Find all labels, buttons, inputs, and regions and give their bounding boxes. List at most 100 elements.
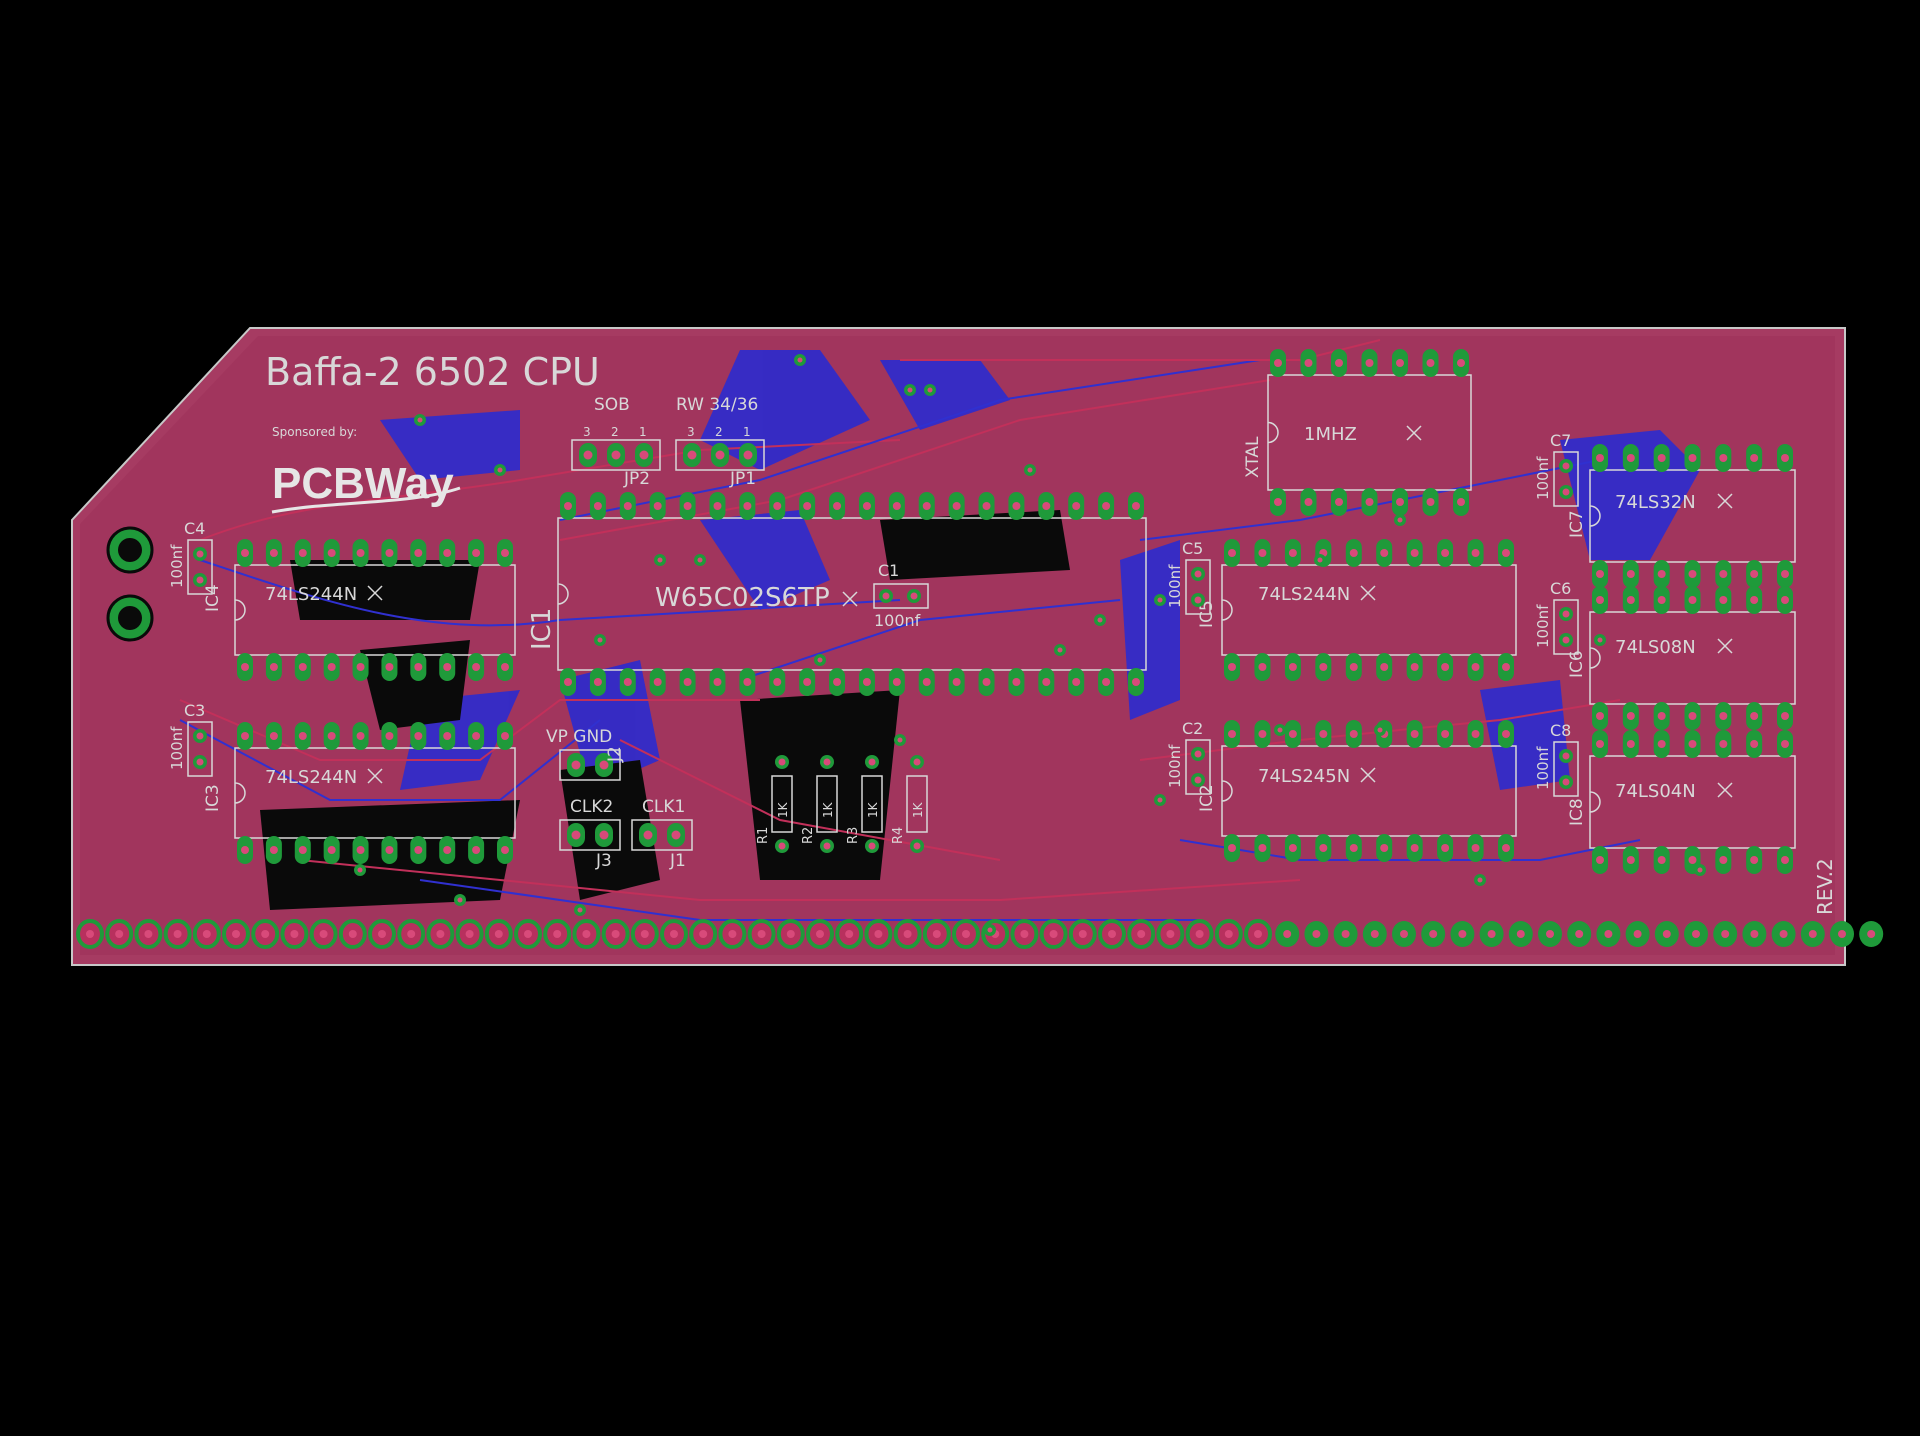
drill-hole bbox=[1781, 570, 1789, 578]
drill-hole bbox=[414, 732, 423, 740]
edge-pin bbox=[368, 919, 396, 949]
ic-value-label: 74LS32N bbox=[1615, 492, 1696, 513]
cap-outline bbox=[187, 721, 213, 777]
drill-hole bbox=[414, 846, 423, 854]
drill-hole bbox=[356, 549, 365, 557]
drill-hole bbox=[1304, 498, 1313, 506]
via bbox=[814, 654, 826, 666]
cap-value-label: 100nf bbox=[1534, 604, 1552, 648]
drill-hole bbox=[564, 678, 572, 686]
drill-hole bbox=[1274, 498, 1282, 506]
drill-hole bbox=[913, 758, 921, 766]
edge-pin bbox=[689, 919, 718, 949]
edge-pin bbox=[660, 919, 688, 949]
drill-hole bbox=[1410, 549, 1419, 557]
edge-pin bbox=[1214, 919, 1243, 949]
drill-hole bbox=[892, 678, 901, 686]
ic-body-outline bbox=[1221, 564, 1517, 656]
jumper-label: CLK2 bbox=[570, 797, 613, 817]
edge-pin bbox=[280, 919, 309, 949]
jumper-pin-number: 3 bbox=[583, 425, 591, 439]
drill-hole bbox=[1562, 752, 1570, 760]
cap-value-label: 100nf bbox=[1166, 564, 1184, 608]
drill-hole bbox=[1365, 359, 1374, 367]
drill-hole bbox=[671, 830, 681, 840]
drill-hole bbox=[623, 678, 632, 686]
jumper-outline bbox=[559, 819, 621, 851]
origin-cross bbox=[1406, 425, 1422, 441]
drill-hole bbox=[501, 663, 509, 671]
edge-pin bbox=[1039, 919, 1068, 949]
ic-body-outline bbox=[234, 564, 516, 656]
jumper-label: RW 34/36 bbox=[676, 395, 758, 415]
ic-notch bbox=[1589, 791, 1601, 813]
edge-pin bbox=[1800, 921, 1825, 947]
drill-hole bbox=[952, 502, 961, 510]
ic-ref-label: IC7 bbox=[1567, 510, 1587, 538]
drill-hole bbox=[715, 450, 725, 460]
drill-hole bbox=[1258, 663, 1267, 671]
jumper-ref-label: J1 bbox=[669, 851, 686, 871]
resistor-value-label: 1K bbox=[911, 801, 925, 818]
drill-hole bbox=[611, 450, 621, 460]
drill-hole bbox=[1750, 856, 1759, 864]
drill-hole bbox=[298, 663, 307, 671]
drill-hole bbox=[1335, 359, 1343, 367]
drill-hole bbox=[1688, 740, 1697, 748]
drill-hole bbox=[1365, 498, 1374, 506]
drill-hole bbox=[683, 502, 692, 510]
edge-pin bbox=[1392, 921, 1416, 947]
drill-hole bbox=[472, 846, 481, 854]
drill-hole bbox=[1502, 730, 1510, 738]
via bbox=[594, 634, 606, 646]
drill-hole bbox=[1194, 776, 1202, 784]
drill-hole bbox=[1319, 844, 1328, 852]
edge-pin bbox=[251, 919, 280, 949]
drill-hole bbox=[501, 846, 509, 854]
drill-hole bbox=[571, 760, 581, 770]
resistor-ref-label: R2 bbox=[801, 827, 816, 844]
via bbox=[694, 554, 706, 566]
drill-hole bbox=[1596, 596, 1604, 604]
drill-hole bbox=[1349, 730, 1358, 738]
edge-pin bbox=[426, 919, 455, 949]
drill-hole bbox=[1471, 549, 1480, 557]
edge-pin bbox=[192, 919, 221, 949]
drill-hole bbox=[1228, 730, 1236, 738]
resistor-value-label: 1K bbox=[821, 801, 835, 818]
cap-outline bbox=[1185, 739, 1211, 795]
drill-hole bbox=[1396, 359, 1404, 367]
drill-hole bbox=[1750, 740, 1759, 748]
edge-pin bbox=[806, 919, 834, 949]
edge-pin bbox=[1479, 921, 1504, 947]
drill-hole bbox=[868, 758, 876, 766]
drill-hole bbox=[1012, 678, 1021, 686]
jumper-outline bbox=[559, 749, 621, 781]
cap-outline bbox=[1185, 559, 1211, 615]
drill-hole bbox=[1457, 359, 1465, 367]
drill-hole bbox=[356, 846, 365, 854]
drill-hole bbox=[1596, 712, 1604, 720]
drill-hole bbox=[1657, 596, 1666, 604]
ic-body-outline bbox=[234, 747, 516, 839]
resistor-r2: 1K R2 bbox=[801, 755, 838, 853]
edge-pin bbox=[630, 919, 659, 949]
origin-cross bbox=[1360, 585, 1376, 601]
drill-hole bbox=[241, 732, 249, 740]
drill-hole bbox=[1596, 570, 1604, 578]
edge-pin bbox=[1567, 921, 1592, 947]
resistor-body bbox=[816, 775, 838, 833]
via bbox=[924, 384, 936, 396]
drill-hole bbox=[862, 502, 871, 510]
edge-pin bbox=[1156, 919, 1185, 949]
ic-ref-label: IC6 bbox=[1567, 650, 1587, 678]
drill-hole bbox=[1380, 663, 1389, 671]
ic-body-outline bbox=[1221, 745, 1517, 837]
resistor-body bbox=[771, 775, 793, 833]
jumper-ref-label: JP2 bbox=[623, 469, 650, 489]
